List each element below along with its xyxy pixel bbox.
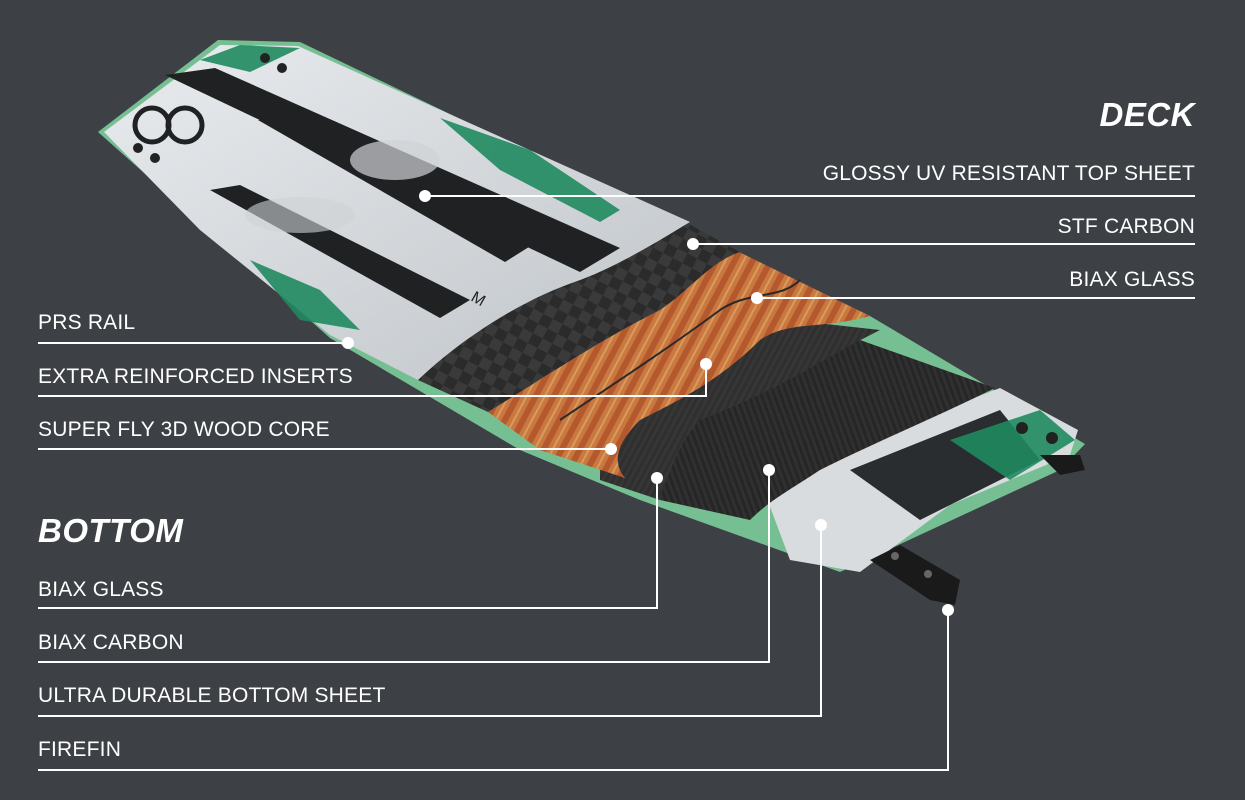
label-extra-reinforced-inserts: EXTRA REINFORCED INSERTS — [38, 365, 353, 388]
leader-line-firefin — [38, 610, 949, 771]
deck-top-sheet — [104, 45, 690, 380]
callout-dot — [751, 292, 763, 304]
label-prs-rail: PRS RAIL — [38, 311, 136, 334]
label-bottom-biax-glass: BIAX GLASS — [38, 578, 164, 601]
label-deck-biax-glass: BIAX GLASS — [1069, 268, 1195, 291]
stf-carbon-layer — [418, 222, 740, 412]
wood-core-groove — [559, 279, 801, 421]
deck-smoke-graphic — [350, 140, 440, 180]
leader-line-bottom-sheet — [38, 525, 822, 717]
callout-dots — [342, 190, 954, 616]
leader-lines — [38, 195, 1195, 771]
label-firefin: FIREFIN — [38, 738, 122, 761]
deck-green-accent — [200, 45, 300, 72]
firefin-shape — [870, 545, 960, 605]
label-glossy-uv-top-sheet: GLOSSY UV RESISTANT TOP SHEET — [822, 162, 1195, 185]
bottom-biax-carbon-layer — [660, 340, 995, 520]
label-wood-core: SUPER FLY 3D WOOD CORE — [38, 418, 330, 441]
deck-green-accent — [250, 260, 360, 330]
brand-logo-icon — [132, 105, 205, 145]
callout-dot — [419, 190, 431, 202]
leader-line-inserts — [38, 364, 707, 397]
deck-stripe — [258, 112, 540, 262]
label-biax-carbon: BIAX CARBON — [38, 631, 184, 654]
bottom-heading: BOTTOM — [38, 512, 184, 549]
callout-dot — [763, 464, 775, 476]
label-stf-carbon: STF CARBON — [1057, 215, 1195, 238]
callout-dot — [942, 604, 954, 616]
leader-line-biax-glass-bottom — [38, 478, 658, 609]
callout-dot — [700, 358, 712, 370]
board-illustration: M — [98, 40, 1085, 605]
firefin-shape — [1040, 455, 1085, 475]
wood-core-layer — [488, 250, 870, 478]
callout-dot — [605, 443, 617, 455]
callout-dot — [815, 519, 827, 531]
insert-bolts — [133, 53, 1058, 578]
bottom-sheet-green — [950, 410, 1075, 480]
label-ultra-durable-bottom-sheet: ULTRA DURABLE BOTTOM SHEET — [38, 684, 386, 707]
callout-dot — [651, 472, 663, 484]
callout-dot — [342, 337, 354, 349]
deck-smoke-graphic — [245, 197, 355, 233]
deck-heading: DECK — [1099, 96, 1195, 133]
leader-line-biax-carbon — [38, 470, 770, 663]
callout-dot — [687, 238, 699, 250]
bottom-biax-glass-layer — [600, 320, 880, 500]
